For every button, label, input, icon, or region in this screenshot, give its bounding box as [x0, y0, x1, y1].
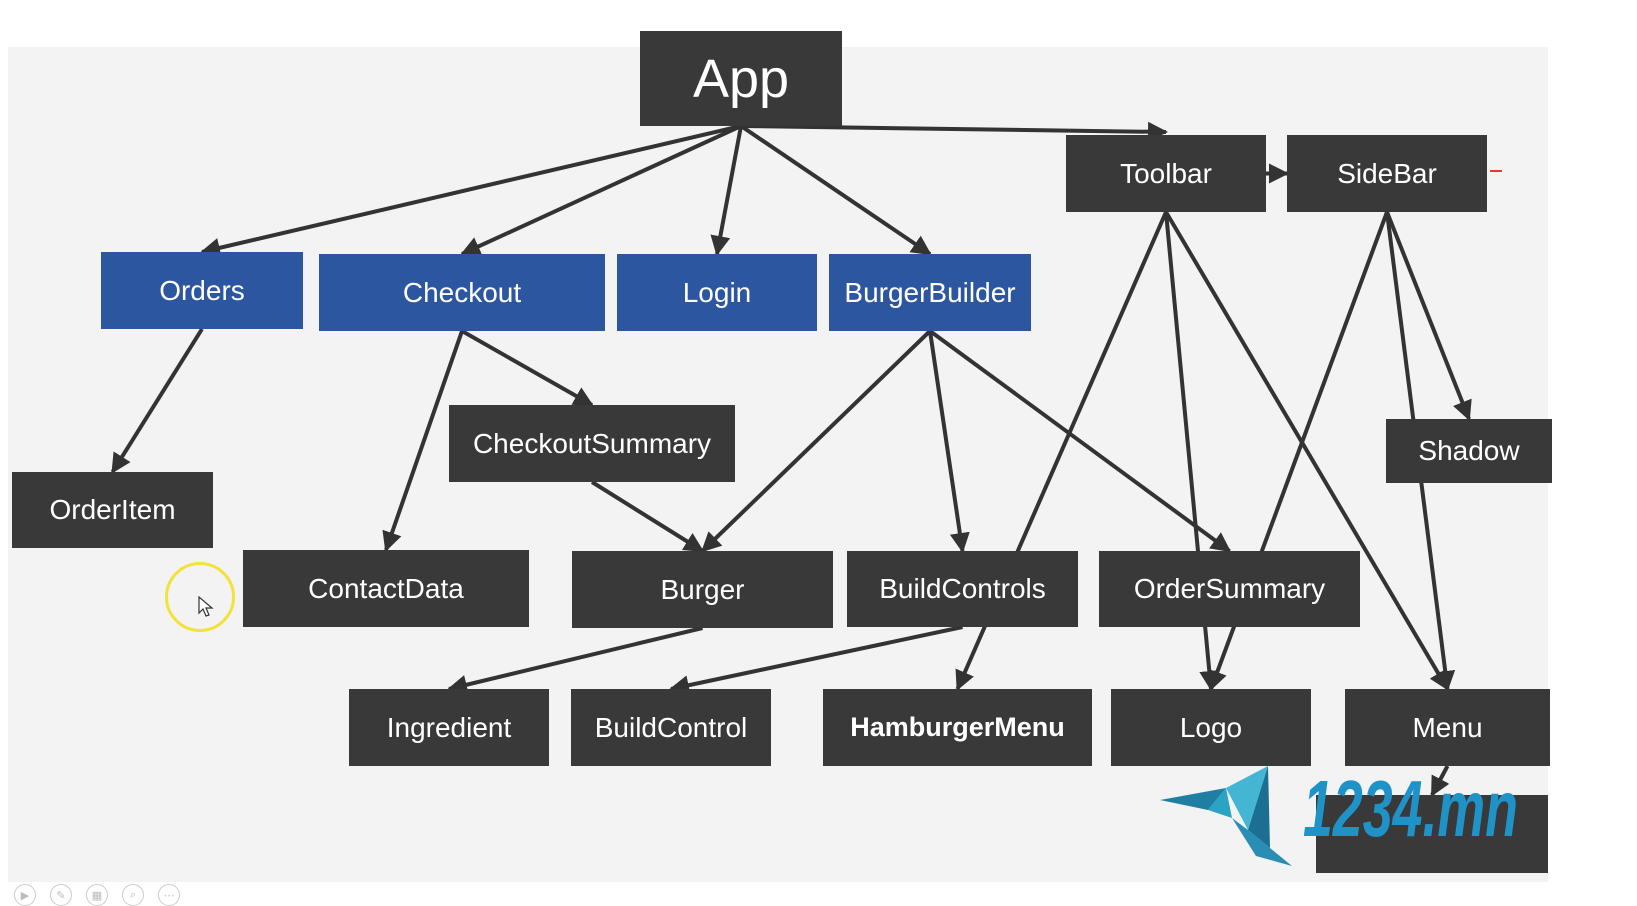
edge-burgerbuilder-to-buildcontrols — [928, 330, 970, 553]
play-icon[interactable]: ▶ — [14, 884, 36, 906]
node-sidebar: SideBar — [1287, 135, 1487, 212]
node-burger: Burger — [572, 551, 833, 628]
edge-app-to-login — [710, 125, 743, 256]
slides-icon[interactable]: ▦ — [86, 884, 108, 906]
edge-burger-to-ingredient — [447, 626, 703, 695]
node-logo: Logo — [1111, 689, 1311, 766]
watermark-text: 1234.mn — [1303, 764, 1518, 853]
zoom-icon[interactable]: ⌕ — [122, 884, 144, 906]
node-checkout: Checkout — [319, 254, 605, 331]
node-contactdata: ContactData — [243, 550, 529, 627]
edge-app-to-orders — [200, 124, 742, 258]
node-ingredient: Ingredient — [349, 689, 549, 766]
edge-app-to-checkout — [460, 124, 742, 256]
edge-checkout-to-contactdata — [382, 330, 464, 552]
node-app: App — [640, 31, 842, 126]
pen-icon[interactable]: ✎ — [50, 884, 72, 906]
watermark-logo: 1234.mn — [1160, 764, 1518, 866]
edge-sidebar-to-shadow — [1385, 211, 1472, 421]
mouse-pointer-icon — [198, 596, 214, 617]
node-login: Login — [617, 254, 817, 331]
edge-burgerbuilder-to-ordersummary — [928, 329, 1232, 553]
edge-buildcontrols-to-buildcontrol — [669, 625, 963, 696]
edge-app-to-toolbar — [740, 121, 1168, 142]
presentation-toolbar: ▶ ✎ ▦ ⌕ ⋯ — [0, 884, 234, 906]
node-ordersummary: OrderSummary — [1099, 551, 1360, 627]
edge-checkout-to-checkoutsummary — [461, 329, 594, 407]
edge-menu-to-menuitem — [1430, 765, 1450, 797]
node-burgerbuilder: BurgerBuilder — [829, 254, 1031, 331]
node-toolbar: Toolbar — [1066, 135, 1266, 212]
edge-toolbar-to-menu — [1164, 210, 1450, 691]
node-buildcontrol: BuildControl — [571, 689, 771, 766]
node-shadow: Shadow — [1386, 419, 1552, 483]
bird-icon — [1160, 766, 1292, 866]
more-icon[interactable]: ⋯ — [158, 884, 180, 906]
node-hamburgermenu: HamburgerMenu — [823, 689, 1092, 766]
edge-orders-to-orderitem — [110, 327, 204, 474]
node-orders: Orders — [101, 252, 303, 329]
edge-checkoutsummary-to-burger — [590, 480, 705, 553]
cursor-highlight — [165, 562, 235, 632]
node-menu: Menu — [1345, 689, 1550, 766]
node-menuitem — [1316, 795, 1548, 873]
node-checkoutsummary: CheckoutSummary — [449, 405, 735, 482]
edge-burgerbuilder-to-burger — [701, 329, 932, 553]
node-orderitem: OrderItem — [12, 472, 213, 548]
node-buildcontrols: BuildControls — [847, 551, 1078, 627]
edge-app-to-burgerbuilder — [739, 124, 932, 256]
